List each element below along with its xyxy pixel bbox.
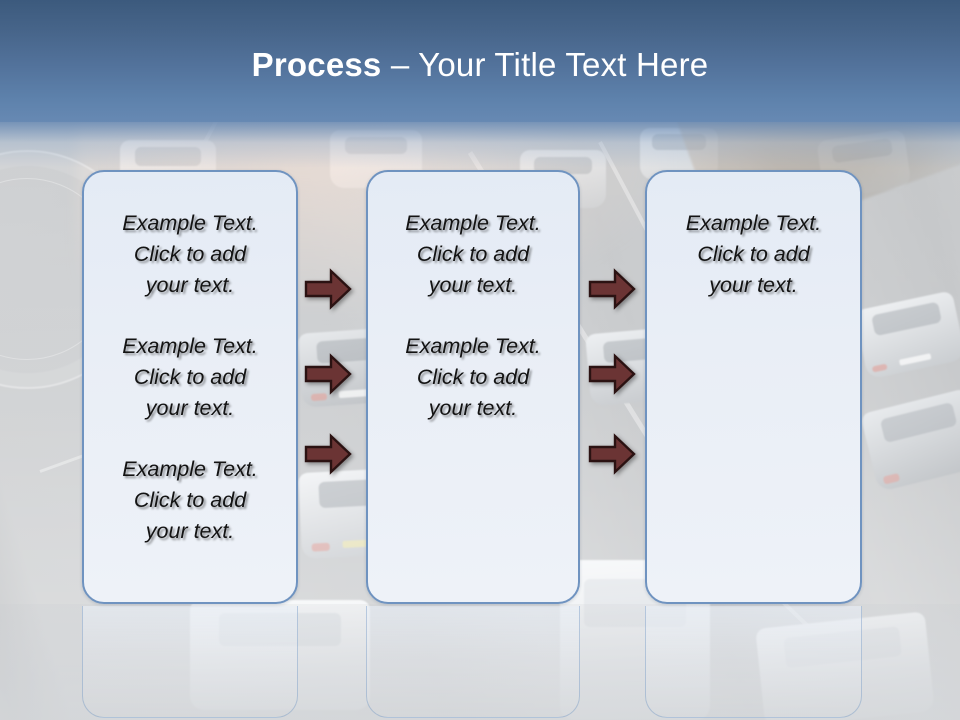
right-arrow-icon[interactable] [304, 353, 352, 395]
process-box-1-paragraph-3[interactable]: Example Text. Click to add your text. [122, 457, 258, 543]
page-title-bold: Process [251, 46, 382, 83]
process-box-3[interactable]: Example Text. Click to add your text. [645, 170, 862, 604]
process-box-2-paragraph-2[interactable]: Example Text. Click to add your text. [405, 334, 541, 420]
right-arrow-icon[interactable] [304, 433, 352, 475]
page-title: Process – Your Title Text Here [0, 46, 960, 84]
process-box-2[interactable]: Example Text. Click to add your text. Ex… [366, 170, 580, 604]
process-box-1[interactable]: Example Text. Click to add your text. Ex… [82, 170, 298, 604]
right-arrow-icon[interactable] [588, 268, 636, 310]
process-box-2-paragraph-1[interactable]: Example Text. Click to add your text. [405, 211, 541, 297]
process-box-1-paragraph-1[interactable]: Example Text. Click to add your text. [122, 211, 258, 297]
page-title-rest: – Your Title Text Here [381, 46, 709, 83]
process-box-1-paragraph-2[interactable]: Example Text. Click to add your text. [122, 334, 258, 420]
title-bar [0, 0, 960, 122]
right-arrow-icon[interactable] [588, 353, 636, 395]
right-arrow-icon[interactable] [588, 433, 636, 475]
right-arrow-icon[interactable] [304, 268, 352, 310]
process-box-3-paragraph-1[interactable]: Example Text. Click to add your text. [685, 211, 822, 297]
